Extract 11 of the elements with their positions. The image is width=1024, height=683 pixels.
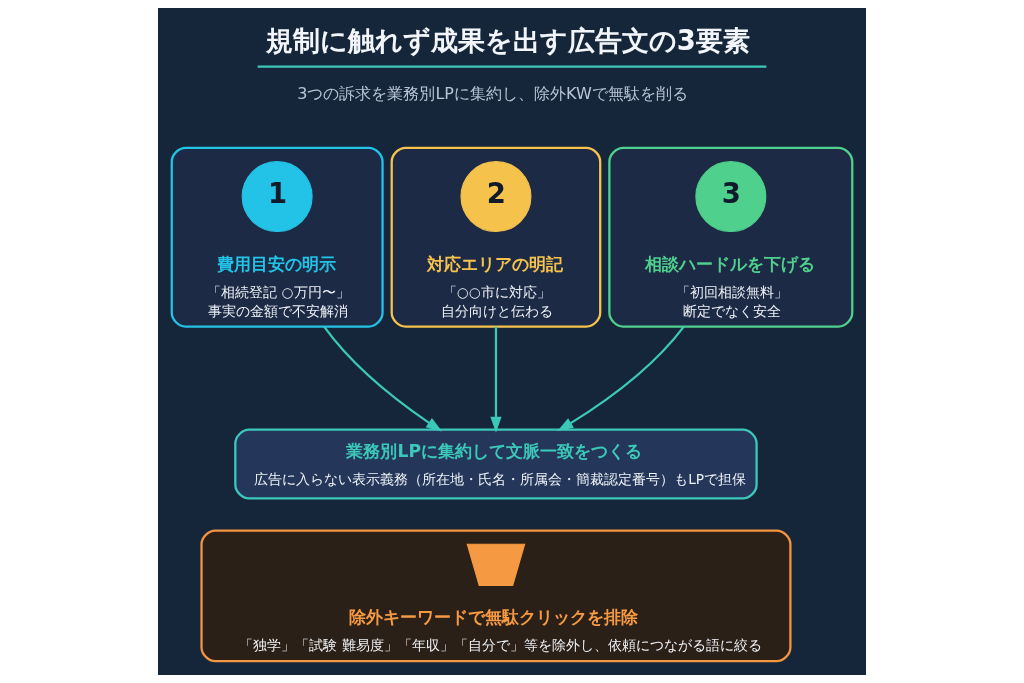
diagram-title: 規制に触れず成果を出す広告文の3要素 [265, 23, 750, 56]
label: 3つの訴求を業務別LPに集約し、除外KWで無駄を削る [297, 84, 688, 104]
arrow [323, 325, 443, 432]
node-funnel [466, 543, 526, 587]
node-circle: 2 [460, 161, 532, 233]
node-box: 業務別LPに集約して文脈一致をつくる 広告に入らない表示義務（所在地・氏名・所属会・簡裁認定番号）もLPで担保 [234, 428, 758, 500]
cluster: 除外キーワードで無駄クリックを排除 「独学」「試験 難易度」「年収」「自分で」等を除外し、依頼につながる語に絞る [200, 529, 792, 663]
arrow [490, 326, 502, 433]
arrow [557, 325, 685, 432]
node-circle: 3 [695, 161, 767, 233]
node-circle: 1 [241, 161, 313, 233]
